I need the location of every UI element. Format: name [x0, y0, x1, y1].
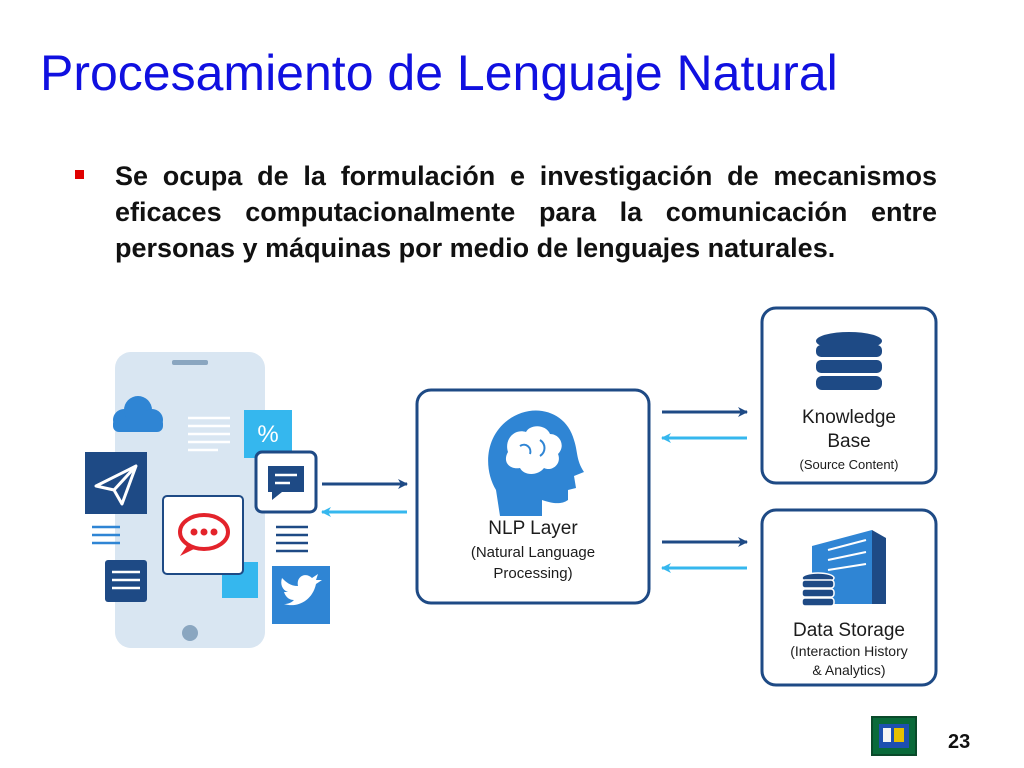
- knowledge-title-line1: Knowledge: [802, 407, 896, 428]
- menu-lines-icon-right: [276, 525, 308, 553]
- nlp-subtitle-line1: (Natural Language: [471, 544, 595, 561]
- phone-speaker: [172, 360, 208, 365]
- cloud-icon: [113, 396, 163, 432]
- nlp-title: NLP Layer: [488, 518, 578, 539]
- chat-bubble-icon: [254, 450, 318, 514]
- phone-home-button: [182, 625, 198, 641]
- percent-icon: %: [244, 410, 292, 458]
- brain-head-icon: [488, 410, 584, 516]
- document-icon: [105, 560, 147, 602]
- text-lines-icon: [188, 416, 230, 452]
- knowledge-title-line2: Base: [827, 431, 870, 452]
- rocket-chat-icon: [162, 495, 244, 575]
- storage-title: Data Storage: [793, 620, 905, 641]
- nlp-layer-box: NLP Layer (Natural Language Processing): [415, 388, 651, 605]
- bullet-text: Se ocupa de la formulación e investigaci…: [115, 161, 937, 263]
- server-building-icon: [801, 530, 886, 607]
- page-number: 23: [948, 731, 971, 753]
- data-storage-box: Data Storage (Interaction History & Anal…: [760, 508, 938, 687]
- paper-plane-icon: [85, 452, 147, 514]
- knowledge-subtitle: (Source Content): [800, 457, 899, 472]
- svg-text:%: %: [257, 421, 278, 448]
- knowledge-base-box: Knowledge Base (Source Content): [760, 306, 938, 485]
- twitter-bird-icon: [272, 566, 330, 624]
- menu-lines-icon: [92, 525, 120, 545]
- storage-subtitle-line1: (Interaction History: [790, 643, 907, 659]
- slide-title: Procesamiento de Lenguaje Natural: [40, 45, 838, 101]
- database-icon: [816, 332, 882, 390]
- slide-logo-icon: [871, 716, 917, 756]
- nlp-subtitle-line2: Processing): [493, 565, 572, 582]
- bullet-marker: [75, 170, 84, 179]
- storage-subtitle-line2: & Analytics): [812, 662, 885, 678]
